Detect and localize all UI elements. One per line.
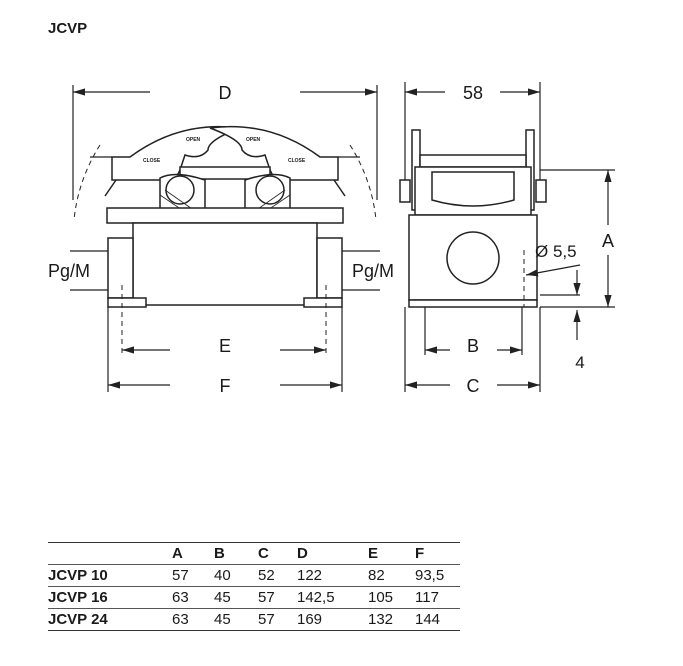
header-cell [48,543,172,565]
table-row: JCVP 24 63 45 57 169 132 144 [48,609,460,631]
cell: 142,5 [297,589,335,606]
row-label: JCVP 24 [48,611,108,628]
close-label-left: CLOSE [143,158,161,164]
dim-d-label: D [219,83,232,103]
cell: 122 [297,567,323,584]
dim-4-label: 4 [575,353,584,372]
cell: 82 [368,567,385,584]
row-label: JCVP 10 [48,567,108,584]
close-label-right: CLOSE [288,158,306,164]
cell: 93,5 [415,567,445,584]
pg-m-right-label: Pg/M [352,261,394,281]
cell: 57 [258,611,275,628]
table-row: JCVP 10 57 40 52 122 82 93,5 [48,565,460,587]
open-label-right: OPEN [246,137,261,143]
page-title: JCVP [48,20,88,37]
cell: 57 [258,589,275,606]
header-cell: D [297,545,308,562]
cell: 45 [214,589,231,606]
dim-a-label: A [602,231,614,251]
hole-diameter-label: Ø 5,5 [535,242,577,261]
table-row: JCVP 16 63 45 57 142,5 105 117 [48,587,460,609]
dim-b-label: B [467,336,479,356]
table-header-row: A B C D E F [48,542,460,565]
pg-m-left-label: Pg/M [48,261,90,281]
header-cell: A [172,545,183,562]
dim-c-label: C [467,376,480,396]
header-cell: C [258,545,269,562]
cell: 63 [172,611,189,628]
side-view: 58 A Ø 5,5 4 B C [399,82,615,396]
header-cell: F [415,545,425,562]
header-cell: E [368,545,379,562]
cell: 117 [415,589,439,606]
front-view: D OPEN OPEN CLOSE CLOSE [48,83,394,396]
cell: 40 [214,567,231,584]
dim-f-label: F [220,376,231,396]
cell: 132 [368,611,394,628]
open-label-left: OPEN [186,137,201,143]
dim-58-label: 58 [463,83,483,103]
cell: 105 [368,589,394,606]
cell: 52 [258,567,275,584]
cell: 45 [214,611,231,628]
dimensions-table: A B C D E F JCVP 10 57 40 52 122 82 93,5… [48,542,460,631]
cell: 169 [297,611,323,628]
dim-e-label: E [219,336,231,356]
row-label: JCVP 16 [48,589,108,606]
cell: 144 [415,611,441,628]
cell: 63 [172,589,189,606]
header-cell: B [214,545,225,562]
cell: 57 [172,567,189,584]
